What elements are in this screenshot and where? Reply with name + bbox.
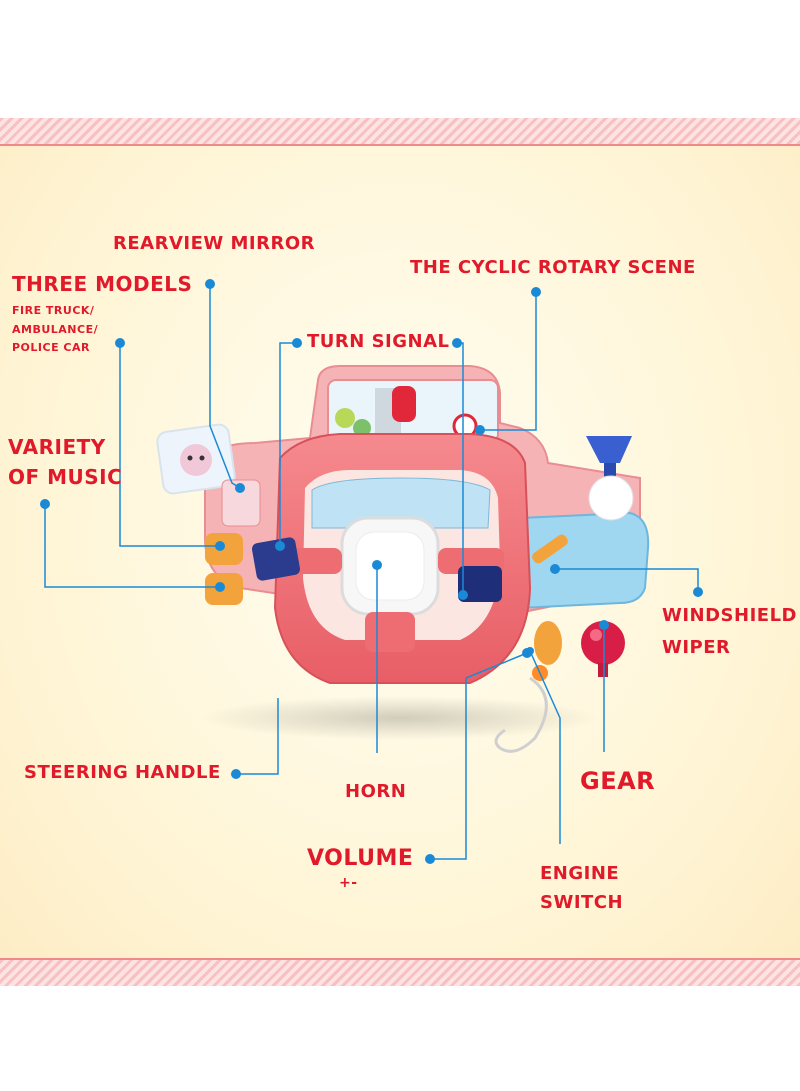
label-volume-sub: +-	[339, 875, 358, 891]
gear-stem	[598, 663, 608, 677]
left-panel-strip	[221, 479, 261, 527]
label-three-models-list: FIRE TRUCK/ AMBULANCE/ POLICE CAR	[12, 302, 98, 358]
bottom-stripe-border	[0, 958, 800, 986]
top-stripe-border	[0, 118, 800, 146]
wiper-lever	[532, 534, 568, 564]
leader-variety-music	[44, 504, 220, 588]
three-models-item-police-car: POLICE CAR	[12, 341, 90, 355]
scene-tree-1	[335, 408, 355, 428]
leader-rearview-mirror	[209, 284, 241, 489]
three-models-item-ambulance: AMBULANCE/	[12, 322, 99, 336]
label-volume: VOLUME	[307, 846, 414, 871]
right-blue-panel	[519, 511, 650, 610]
scene-red-car	[392, 386, 416, 422]
engine-switch-string	[494, 676, 548, 753]
label-cyclic-rotary-scene: THE CYCLIC ROTARY SCENE	[410, 257, 696, 278]
variety-music-line-1: VARIETY	[8, 435, 106, 459]
label-rearview-mirror: REARVIEW MIRROR	[113, 233, 315, 254]
mirror-character	[180, 444, 212, 476]
label-windshield-wiper: WINDSHIELD WIPER	[662, 600, 797, 663]
toy-shadow	[200, 696, 600, 740]
label-three-models: THREE MODELS	[12, 272, 193, 296]
leader-steering-handle	[236, 698, 279, 775]
product-poster: REARVIEW MIRROR THREE MODELS FIRE TRUCK/…	[0, 118, 800, 986]
leader-engine-switch	[529, 650, 561, 844]
leader-turn-signal-left	[279, 342, 297, 546]
label-turn-signal: TURN SIGNAL	[307, 331, 450, 352]
label-gear: GEAR	[580, 767, 656, 795]
turn-signal-button-right	[458, 566, 502, 602]
leader-three-models	[119, 343, 220, 547]
label-engine-switch: ENGINE SWITCH	[540, 860, 623, 918]
engine-switch-line-2: SWITCH	[540, 891, 624, 913]
engine-switch-line-1: ENGINE	[540, 863, 620, 884]
scene-tree-2	[353, 419, 371, 437]
leader-volume	[430, 652, 528, 860]
label-steering-handle: STEERING HANDLE	[24, 762, 221, 783]
variety-music-line-2: OF MUSIC	[8, 465, 123, 489]
volume-dial	[534, 621, 562, 665]
leader-windshield-wiper	[555, 568, 699, 592]
horn-trumpet	[586, 436, 632, 463]
steering-wheel-toy-illustration	[156, 365, 650, 753]
label-horn: HORN	[345, 781, 407, 802]
windshield-wiper-line-2: WIPER	[662, 636, 731, 658]
leader-lines	[40, 279, 703, 864]
three-models-item-fire-truck: FIRE TRUCK/	[12, 304, 95, 317]
turn-signal-button-left	[251, 537, 301, 581]
windshield-wiper-line-1: WINDSHIELD	[662, 605, 797, 626]
leader-cyclic-scene	[480, 292, 537, 431]
instrument-display	[311, 477, 491, 529]
label-variety-of-music: VARIETY OF MUSIC	[8, 432, 122, 492]
leader-turn-signal-right	[457, 342, 464, 595]
horn-ball	[588, 475, 634, 521]
